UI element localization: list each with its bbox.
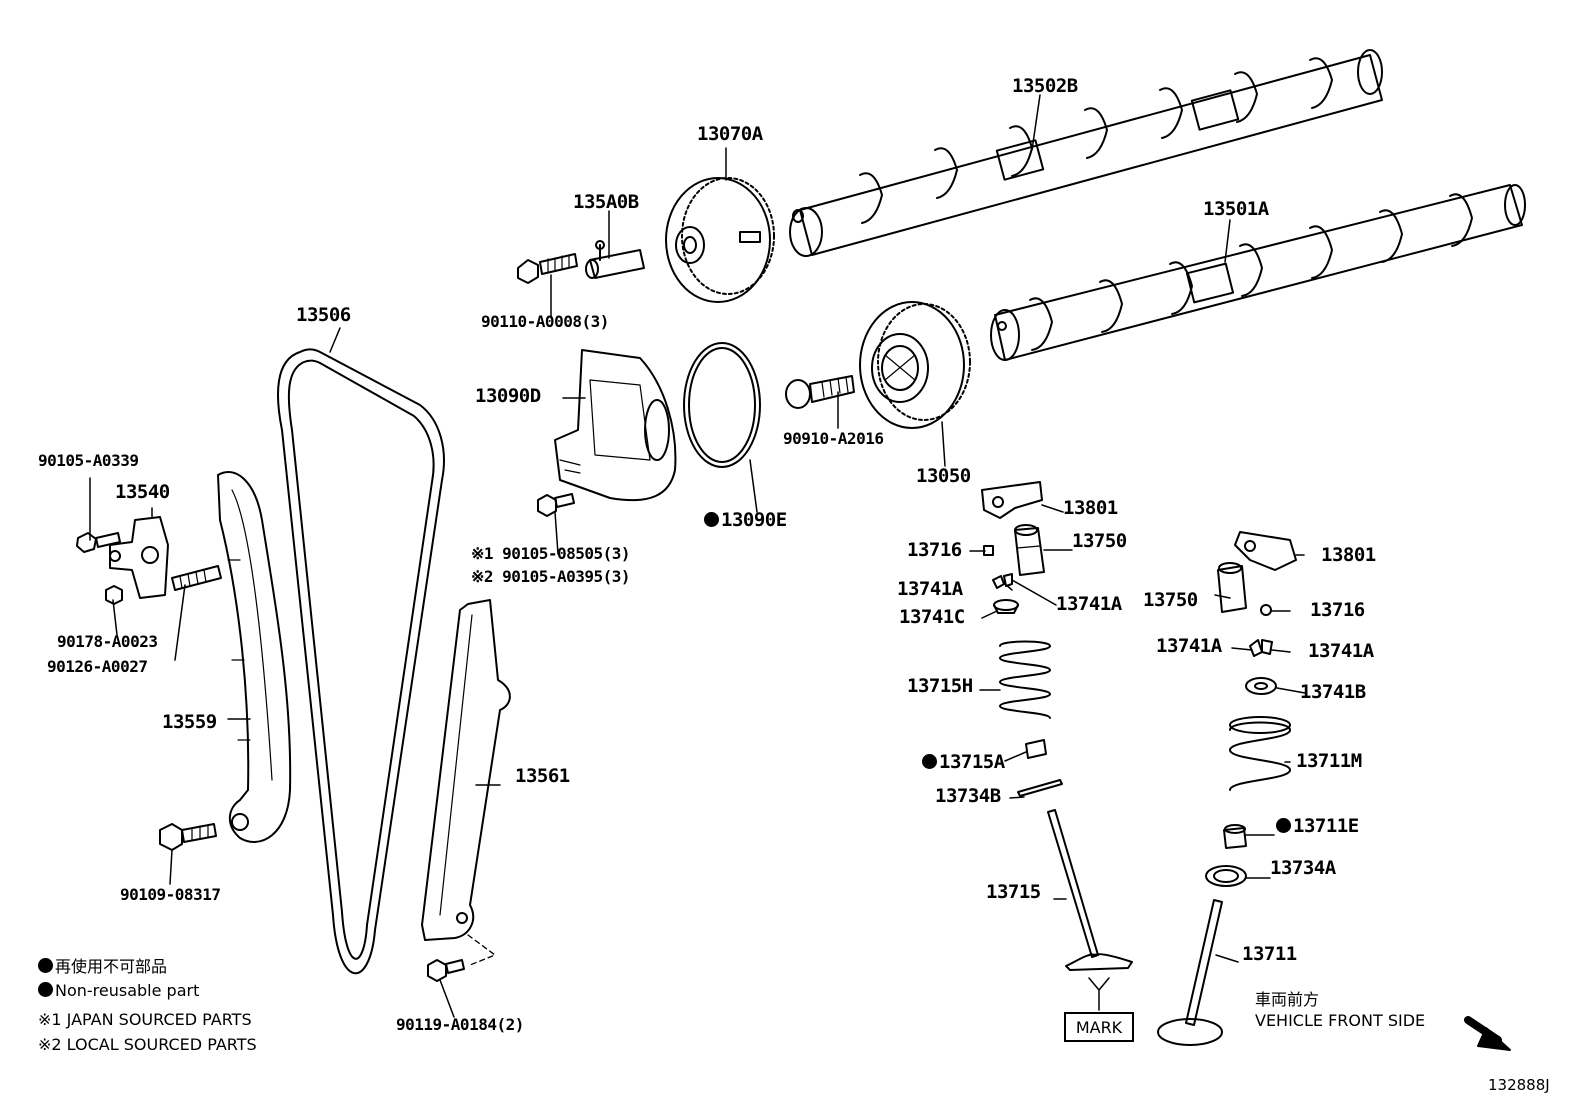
retainer-13741c bbox=[993, 599, 1019, 614]
keeper-13741a-right bbox=[1249, 639, 1273, 657]
camshaft-13501a bbox=[990, 184, 1526, 361]
lash-adjuster-13750-left bbox=[1014, 524, 1045, 576]
timing-chain-13506 bbox=[277, 348, 445, 975]
part-label-13090d[interactable]: 13090D bbox=[475, 385, 541, 407]
part-label-13715h[interactable]: 13715H bbox=[907, 675, 973, 697]
gasket-13090e bbox=[683, 342, 761, 468]
vehicle-front-jp: 車両前方 bbox=[1255, 990, 1320, 1009]
legend-non-reusable-jp: 再使用不可部品 bbox=[38, 958, 167, 975]
chain-slipper-13559 bbox=[217, 471, 292, 843]
bolt-90105-a0339 bbox=[76, 532, 121, 553]
part-label-13750-left[interactable]: 13750 bbox=[1072, 530, 1127, 552]
part-label-13734b[interactable]: 13734B bbox=[935, 785, 1001, 807]
part-label-13070a[interactable]: 13070A bbox=[697, 123, 763, 145]
rocker-arm-13801-right bbox=[1234, 531, 1297, 571]
part-label-13540[interactable]: 13540 bbox=[115, 481, 170, 503]
part-label-13716-right[interactable]: 13716 bbox=[1310, 599, 1365, 621]
part-label-13741a-right-2[interactable]: 13741A bbox=[1308, 640, 1374, 662]
part-label-13559[interactable]: 13559 bbox=[162, 711, 217, 733]
legend-japan-sourced: ※1 JAPAN SOURCED PARTS bbox=[38, 1010, 252, 1029]
part-label-13734a[interactable]: 13734A bbox=[1270, 857, 1336, 879]
camshaft-13502b bbox=[789, 49, 1383, 257]
valve-13715 bbox=[1047, 809, 1133, 971]
keeper-13741a-left bbox=[992, 573, 1013, 589]
retainer-13741b bbox=[1245, 677, 1277, 695]
part-label-13711m[interactable]: 13711M bbox=[1296, 750, 1362, 772]
vehicle-front-en: VEHICLE FRONT SIDE bbox=[1255, 1011, 1426, 1030]
bolt-90910 bbox=[785, 375, 855, 409]
part-label-13715a[interactable]: 13715A bbox=[922, 753, 1005, 772]
part-label-13561[interactable]: 13561 bbox=[515, 765, 570, 787]
stud-90126 bbox=[171, 565, 222, 591]
part-label-90105-a0339[interactable]: 90105-A0339 bbox=[38, 451, 139, 470]
bolt-90110 bbox=[517, 253, 578, 284]
part-label-13741c[interactable]: 13741C bbox=[899, 606, 965, 628]
part-label-13741a-left-2[interactable]: 13741A bbox=[1056, 593, 1122, 615]
part-label-13715[interactable]: 13715 bbox=[986, 881, 1041, 903]
pad-13716-right bbox=[1260, 604, 1272, 616]
rocker-arm-13801-left bbox=[981, 481, 1043, 519]
part-label-90910-a2016[interactable]: 90910-A2016 bbox=[783, 429, 884, 448]
part-label-13741a-left-1[interactable]: 13741A bbox=[897, 578, 963, 600]
legend-non-reusable-en: Non-reusable part bbox=[38, 982, 199, 999]
part-label-90126-a0027[interactable]: 90126-A0027 bbox=[47, 657, 148, 676]
part-label-90109-08317[interactable]: 90109-08317 bbox=[120, 885, 221, 904]
chain-tensioner-13540 bbox=[109, 516, 169, 599]
mark-label: MARK bbox=[1064, 1012, 1134, 1042]
part-label-90105-08505[interactable]: ※1 90105-08505(3) bbox=[471, 544, 631, 563]
part-label-90178-a0023[interactable]: 90178-A0023 bbox=[57, 632, 158, 651]
leader-lines bbox=[89, 94, 1306, 1018]
part-label-13716-left[interactable]: 13716 bbox=[907, 539, 962, 561]
part-label-13501a[interactable]: 13501A bbox=[1203, 198, 1269, 220]
part-label-13090e[interactable]: 13090E bbox=[704, 511, 787, 530]
part-label-13801-lower[interactable]: 13801 bbox=[1321, 544, 1376, 566]
part-label-13502b[interactable]: 13502B bbox=[1012, 75, 1078, 97]
legend-local-sourced: ※2 LOCAL SOURCED PARTS bbox=[38, 1035, 257, 1054]
shim-13734a bbox=[1205, 865, 1247, 887]
figure-id: 132888J bbox=[1488, 1076, 1550, 1094]
part-label-13801-upper[interactable]: 13801 bbox=[1063, 497, 1118, 519]
valve-seal-13715a bbox=[1025, 739, 1047, 759]
valve-spring-13715h bbox=[999, 640, 1051, 719]
part-label-13711e[interactable]: 13711E bbox=[1276, 817, 1359, 836]
valve-seal-13711e bbox=[1223, 824, 1247, 849]
cam-timing-gear-13070a bbox=[665, 177, 775, 303]
part-label-13750-right[interactable]: 13750 bbox=[1143, 589, 1198, 611]
part-label-13741b[interactable]: 13741B bbox=[1300, 681, 1366, 703]
cover-13090d bbox=[554, 349, 677, 502]
nut-90178 bbox=[105, 585, 123, 605]
valve-spring-13711m bbox=[1229, 716, 1291, 791]
part-label-90105-a0395[interactable]: ※2 90105-A0395(3) bbox=[471, 567, 631, 586]
bolt-90109 bbox=[159, 823, 217, 851]
part-label-13050[interactable]: 13050 bbox=[916, 465, 971, 487]
bolt-90119 bbox=[427, 959, 465, 982]
chain-guide-13561 bbox=[421, 599, 511, 966]
part-label-13711[interactable]: 13711 bbox=[1242, 943, 1297, 965]
front-arrow-icon bbox=[1464, 1016, 1511, 1051]
part-label-90110-a0008[interactable]: 90110-A0008(3) bbox=[481, 312, 609, 331]
part-label-13741a-right-1[interactable]: 13741A bbox=[1156, 635, 1222, 657]
shim-13734b bbox=[1017, 779, 1063, 797]
part-label-90119-a0184[interactable]: 90119-A0184(2) bbox=[396, 1015, 524, 1034]
bolt-90105-08505 bbox=[537, 493, 575, 517]
vvt-sprocket-13050 bbox=[859, 301, 971, 429]
oil-control-valve-135a0b bbox=[585, 240, 645, 279]
valve-13711 bbox=[1157, 899, 1223, 1046]
part-label-13506[interactable]: 13506 bbox=[296, 304, 351, 326]
part-label-135a0b[interactable]: 135A0B bbox=[573, 191, 639, 213]
lash-adjuster-13750-right bbox=[1217, 562, 1247, 613]
